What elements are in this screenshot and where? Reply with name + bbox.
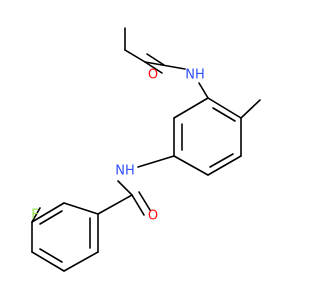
bond-carbonyl-o2-a <box>131 194 145 216</box>
ring-b-bond-3 <box>31 251 65 272</box>
bond-ring-methyl <box>240 99 261 119</box>
bond-carbonyl-nh <box>144 61 186 70</box>
ring-a-inner-1 <box>212 107 236 122</box>
structure-canvas: NH O NH O F <box>31 27 261 272</box>
amide-nh-label: NH <box>115 164 135 179</box>
ring-b-bond-2 <box>63 251 99 272</box>
ring-b-bond-5 <box>31 202 65 223</box>
bond-methyl-carbonyl <box>124 49 146 63</box>
bond-carbonyl-o-a <box>144 61 163 74</box>
ring-b-inner-3 <box>39 210 63 225</box>
ring-a-bond-1 <box>207 97 242 119</box>
fluorine-label: F <box>31 208 38 223</box>
molecule-diagram: NH O NH O F <box>31 27 261 272</box>
bond-carbonyl-o-b <box>146 53 165 66</box>
bond-nh-ring-a <box>198 82 209 99</box>
bond-nh-carbonyl <box>117 180 133 196</box>
ring-b-inner-2 <box>39 248 63 263</box>
bond-ring-a-nh <box>137 155 175 168</box>
amide-oxygen-label: O <box>148 209 158 224</box>
bond-layer <box>31 27 261 272</box>
ring-b-bond-6 <box>63 202 99 215</box>
ring-a-bond-6 <box>173 97 209 119</box>
acetamide-nh-label: NH <box>185 68 205 83</box>
ring-a-bond-4 <box>173 155 209 176</box>
ring-a-inner-2 <box>209 153 234 168</box>
bond-ring-fluorine <box>31 207 41 223</box>
bond-carbonyl-ring-b <box>97 194 133 215</box>
acetamide-oxygen-label: O <box>148 68 158 83</box>
bond-carbonyl-o2-b <box>138 191 151 211</box>
ring-a-bond-3 <box>207 155 242 176</box>
